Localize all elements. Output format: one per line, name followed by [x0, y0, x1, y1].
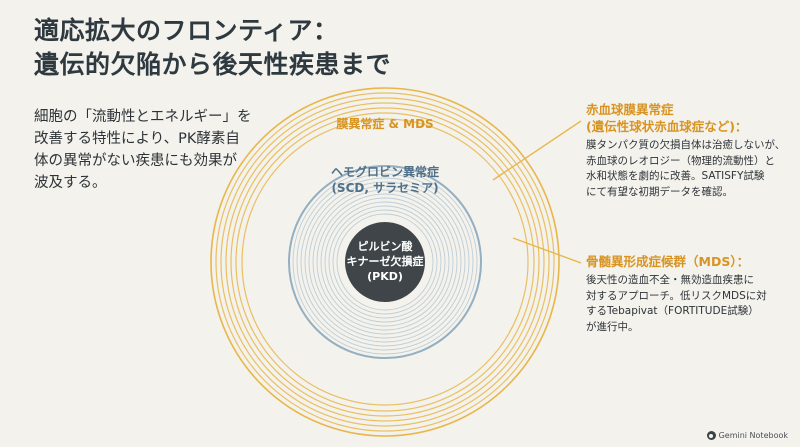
core-label-line-2: キナーゼ欠損症	[347, 254, 424, 268]
callout-membrane-body-line-2: 赤血球のレオロジー（物理的流動性）と	[586, 154, 775, 167]
callout-membrane-body-line-4: にて有望な初期データを確認。	[586, 185, 733, 198]
callout-mds-body: 後天性の造血不全・無効造血疾患に 対するアプローチ。低リスクMDSに対 するTe…	[586, 273, 767, 335]
intro-line-2: 改善する特性により、PK酵素自	[34, 131, 240, 147]
outer-ring	[210, 87, 560, 437]
middle-ring-label-line-1: ヘモグロビン異常症	[331, 164, 439, 179]
outer-ring	[215, 92, 555, 432]
intro-line-3: 体の異常がない疾患にも効果が	[34, 153, 237, 169]
middle-ring	[324, 201, 446, 323]
middle-ring-group	[288, 165, 482, 359]
notebook-logo-icon	[706, 431, 716, 440]
middle-ring	[312, 189, 458, 335]
callout-membrane-body: 膜タンパク質の欠損自体は治癒しないが、 赤血球のレオロジー（物理的流動性）と 水…	[586, 138, 785, 200]
outer-ring-group	[210, 87, 560, 437]
watermark: Gemini Notebook	[706, 431, 788, 440]
callout-mds-body-line-2: 対するアプローチ。低リスクMDSに対	[586, 289, 767, 302]
leader-lines	[492, 120, 582, 264]
middle-ring	[336, 213, 434, 311]
core-label-line-1: ピルビン酸	[358, 239, 414, 253]
outer-ring	[225, 102, 545, 422]
callout-mds: 骨髄異形成症候群（MDS）： 後天性の造血不全・無効造血疾患に 対するアプローチ…	[586, 253, 767, 335]
middle-ring-label-line-2: (SCD, サラセミア)	[331, 181, 438, 195]
outer-ring-label: 膜異常症 & MDS	[336, 116, 433, 131]
middle-ring	[300, 177, 470, 347]
callout-membrane-heading: 赤血球膜異常症 (遺伝性球状赤血球症など)：	[586, 101, 785, 135]
outer-ring	[235, 112, 535, 412]
middle-ring	[308, 185, 462, 339]
title-line-2: 遺伝的欠陥から後天性疾患まで	[34, 50, 392, 79]
middle-ring-boundary	[288, 165, 482, 359]
leader-line-mds	[512, 237, 582, 264]
callout-mds-body-line-1: 後天性の造血不全・無効造血疾患に	[586, 274, 754, 286]
title-line-1: 適応拡大のフロンティア：	[34, 16, 339, 45]
callout-membrane-heading-line-2: (遺伝性球状赤血球症など)：	[586, 119, 748, 134]
middle-ring	[304, 181, 466, 343]
middle-ring	[320, 197, 450, 327]
callout-mds-heading: 骨髄異形成症候群（MDS）：	[586, 253, 767, 270]
outer-ring	[220, 97, 550, 427]
outer-ring	[241, 118, 529, 406]
middle-ring	[332, 209, 438, 315]
intro-text: 細胞の「流動性とエネルギー」を 改善する特性により、PK酵素自 体の異常がない疾…	[34, 106, 264, 194]
middle-ring	[328, 205, 442, 319]
middle-ring	[292, 169, 478, 355]
callout-membrane-heading-line-1: 赤血球膜異常症	[586, 102, 674, 117]
callout-membrane-body-line-1: 膜タンパク質の欠損自体は治癒しないが、	[586, 139, 786, 151]
callout-mds-heading-line: 骨髄異形成症候群（MDS）：	[586, 254, 750, 269]
middle-ring	[316, 193, 454, 331]
callout-membrane-body-line-3: 水和状態を劇的に改善。SATISFY試験	[586, 170, 765, 182]
callout-mds-body-line-3: するTebapivat（FORTITUDE試験）	[586, 305, 759, 317]
intro-line-4: 波及する。	[34, 175, 107, 191]
watermark-text: Gemini Notebook	[718, 431, 788, 440]
outer-ring	[230, 107, 540, 417]
intro-line-1: 細胞の「流動性とエネルギー」を	[34, 109, 252, 125]
callout-membrane-disorders: 赤血球膜異常症 (遺伝性球状赤血球症など)： 膜タンパク質の欠損自体は治癒しない…	[586, 101, 785, 200]
page-title: 適応拡大のフロンティア： 遺伝的欠陥から後天性疾患まで	[34, 14, 391, 82]
core-circle	[345, 222, 425, 302]
core-label-line-3: (PKD)	[367, 270, 403, 283]
callout-mds-body-line-4: が進行中。	[586, 320, 639, 333]
leader-line-membrane	[492, 120, 582, 181]
middle-ring	[296, 173, 474, 351]
